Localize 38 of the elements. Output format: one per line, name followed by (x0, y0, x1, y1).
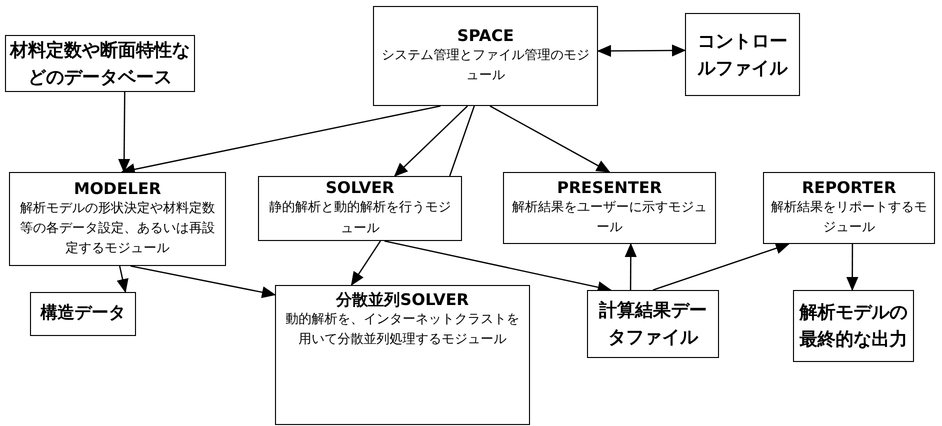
process-box (763, 172, 935, 244)
process-box (373, 6, 598, 106)
connector-line (449, 106, 475, 176)
arrow (624, 243, 637, 290)
box-title: コントロールファイル (696, 30, 789, 80)
process-box (685, 13, 800, 96)
arrow (350, 240, 381, 286)
box-description: システム管理とファイル管理のモジュール (380, 46, 590, 85)
box-title: 解析モデルの最終的な出力 (798, 301, 908, 352)
box-description: 解析結果をリポートするモジュール (770, 198, 928, 237)
process-box (587, 290, 719, 358)
box-title: 計算結果データファイル (598, 299, 708, 350)
box-heading: MODELER (74, 178, 162, 199)
arrow (652, 242, 790, 291)
arrow (116, 266, 128, 293)
box-heading: 分散並列SOLVER (336, 290, 469, 310)
process-box (503, 172, 716, 244)
process-box (258, 176, 462, 241)
box-title: 構造データ (40, 302, 126, 326)
arrow (394, 106, 468, 177)
box-description: 動的解析を、インターネットクラストを用いて分散並列処理するモジュール (284, 311, 520, 350)
process-box (9, 172, 226, 266)
process-box (793, 290, 914, 362)
arrow (118, 92, 130, 173)
process-box (30, 292, 136, 336)
box-heading: SPACE (457, 26, 514, 46)
box-heading: SOLVER (326, 178, 394, 198)
box-title: 材料定数や断面特性などのデータベース (10, 38, 190, 90)
process-box (275, 285, 530, 425)
box-description: 解析モデルの形状決定や材料定数等の各データ設定、あるいは再設定するモジュール (19, 200, 216, 258)
box-description: 解析結果をユーザーに示すモジュール (511, 198, 708, 237)
box-heading: PRESENTER (557, 178, 662, 198)
arrow (490, 105, 610, 173)
arrow (597, 44, 686, 57)
arrow (846, 244, 858, 291)
box-heading: REPORTER (802, 178, 896, 198)
box-description: 静的解析と動的解析を行うモジュール (268, 199, 452, 238)
arrow (130, 265, 276, 298)
